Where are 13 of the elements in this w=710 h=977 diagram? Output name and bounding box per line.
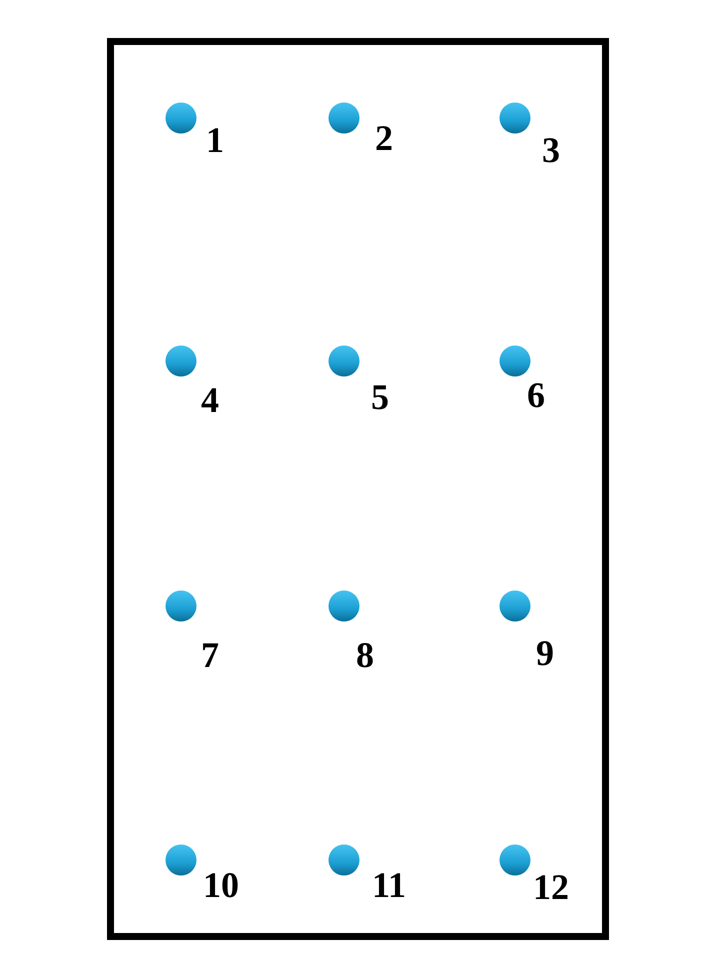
point-number: 8: [356, 637, 374, 673]
point-number: 11: [372, 867, 406, 903]
point-number: 3: [542, 132, 560, 168]
point-number: 5: [371, 379, 389, 415]
frame-rectangle: [107, 38, 609, 940]
point-number: 4: [201, 382, 219, 418]
point-number: 12: [533, 869, 569, 905]
point-number: 1: [206, 122, 224, 158]
point-number: 9: [536, 635, 554, 671]
point-number: 6: [527, 377, 545, 413]
point-number: 2: [375, 120, 393, 156]
point-number: 10: [203, 867, 239, 903]
point-number: 7: [201, 637, 219, 673]
